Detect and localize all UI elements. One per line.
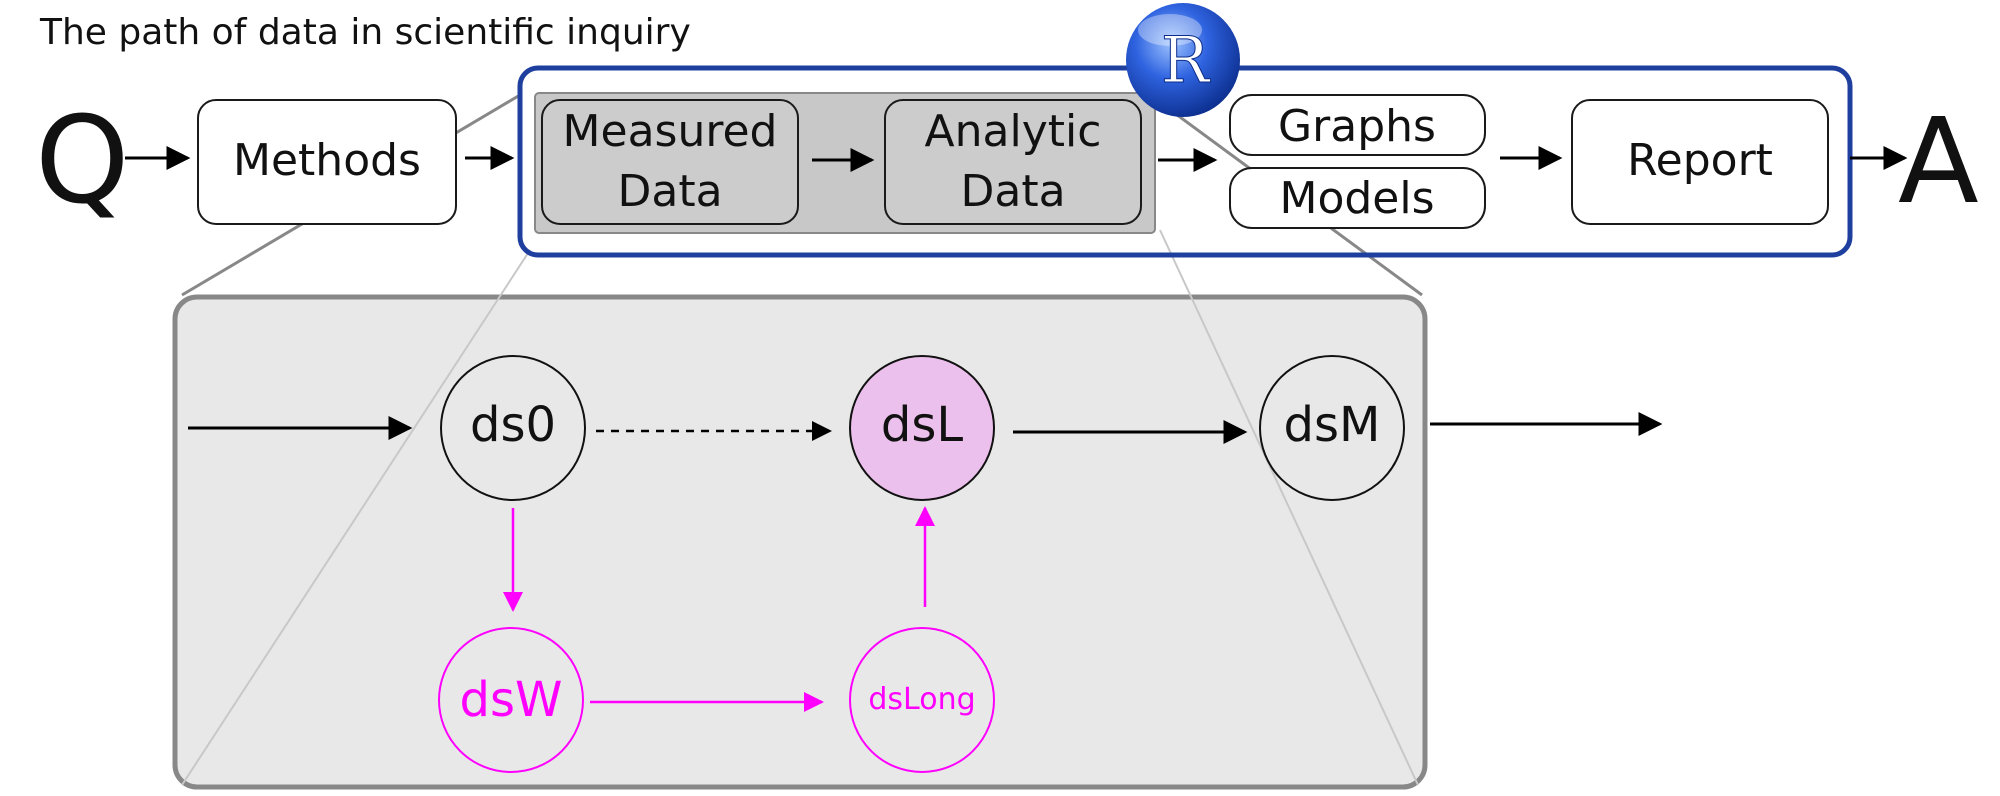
dsLong-node: [849, 627, 995, 773]
ds0-node: [440, 355, 586, 501]
graphs-label: Graphs: [1278, 101, 1436, 152]
dsL-label: dsL: [881, 397, 963, 453]
dsW-label: dsW: [460, 672, 563, 728]
analytic-data-label-line1: Analytic: [925, 106, 1102, 157]
measured-data-label-line1: Measured: [563, 106, 778, 157]
r-logo-letter: R: [1161, 24, 1211, 98]
dsM-label: dsM: [1284, 397, 1381, 453]
question-letter: Q: [35, 92, 129, 231]
report-label: Report: [1627, 135, 1773, 186]
methods-label: Methods: [233, 135, 421, 186]
measured-data-label-line2: Data: [617, 166, 722, 217]
analytic-data-label-line2: Data: [960, 166, 1065, 217]
dsW-node: [438, 627, 584, 773]
dsL-node: [849, 355, 995, 501]
models-label: Models: [1279, 173, 1434, 224]
r-logo-icon: R: [1126, 3, 1240, 117]
zoom-detail-panel: [172, 294, 1428, 790]
dsLong-label: dsLong: [868, 682, 975, 717]
measured-data-box: [541, 99, 799, 225]
answer-letter: A: [1898, 92, 1979, 230]
methods-box: [197, 99, 457, 225]
graphs-box: [1229, 94, 1486, 156]
dsM-node: [1259, 355, 1405, 501]
analytic-data-box: [884, 99, 1142, 225]
diagram-title: The path of data in scientific inquiry: [39, 12, 691, 53]
ds0-label: ds0: [470, 397, 556, 453]
zoom-projection-inner-lines: [181, 229, 1419, 786]
report-box: [1571, 99, 1829, 225]
models-box: [1229, 167, 1486, 229]
